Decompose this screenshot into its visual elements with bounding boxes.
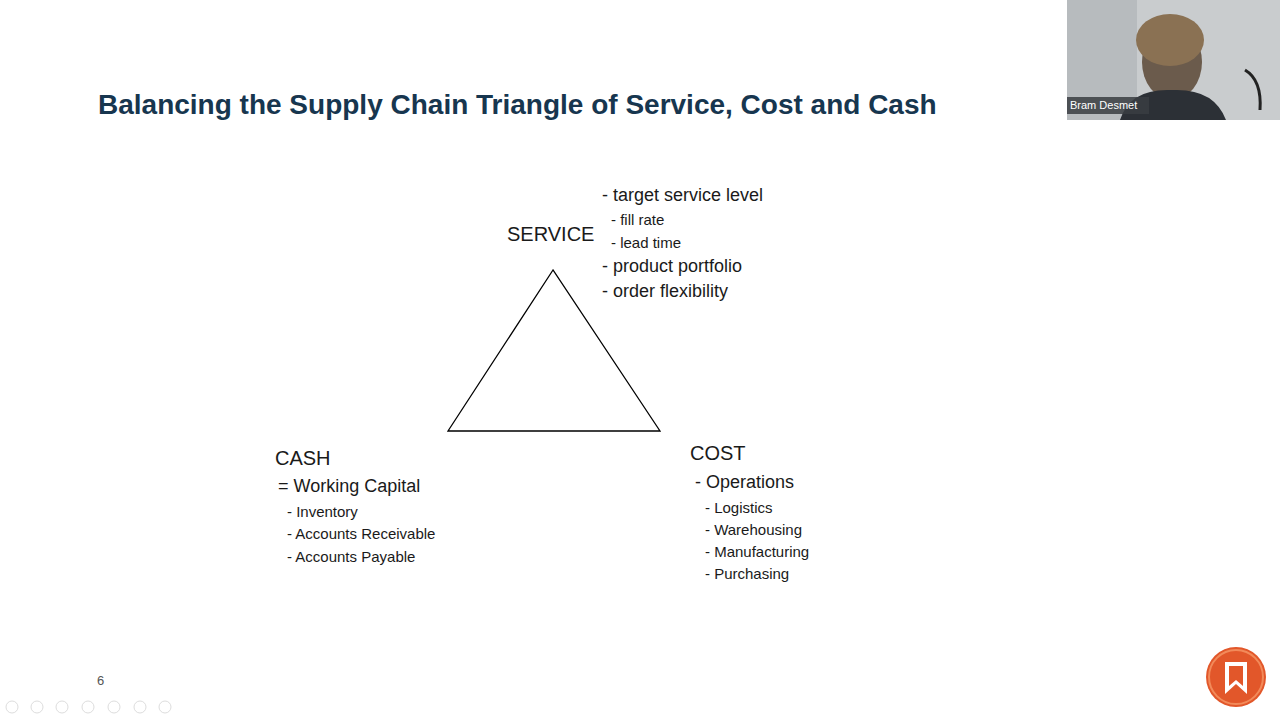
page-number: 6 <box>97 674 104 689</box>
player-controls <box>6 701 171 713</box>
bullet-item: - target service level <box>602 185 763 206</box>
bookmark-icon <box>1206 647 1266 707</box>
bullet-item: = Working Capital <box>278 476 420 497</box>
presenter-name: Bram Desmet <box>1070 99 1137 112</box>
sub-bullet-item: - Manufacturing <box>705 543 809 560</box>
triangle-corner-label: COST <box>690 442 746 465</box>
sub-bullet-item: - lead time <box>611 234 681 251</box>
sub-bullet-item: - Accounts Payable <box>287 548 415 565</box>
triangle-corner-label: CASH <box>275 447 331 470</box>
bullet-item: - product portfolio <box>602 256 742 277</box>
triangle-corner-label: SERVICE <box>507 223 594 246</box>
sub-bullet-item: - fill rate <box>611 211 664 228</box>
sub-bullet-item: - Inventory <box>287 503 358 520</box>
sub-bullet-item: - Logistics <box>705 499 773 516</box>
slide-title: Balancing the Supply Chain Triangle of S… <box>98 89 937 121</box>
webcam-thumbnail <box>1067 0 1280 120</box>
bullet-item: - order flexibility <box>602 281 728 302</box>
bullet-item: - Operations <box>695 472 794 493</box>
sub-bullet-item: - Accounts Receivable <box>287 525 435 542</box>
sub-bullet-item: - Warehousing <box>705 521 802 538</box>
sub-bullet-item: - Purchasing <box>705 565 789 582</box>
